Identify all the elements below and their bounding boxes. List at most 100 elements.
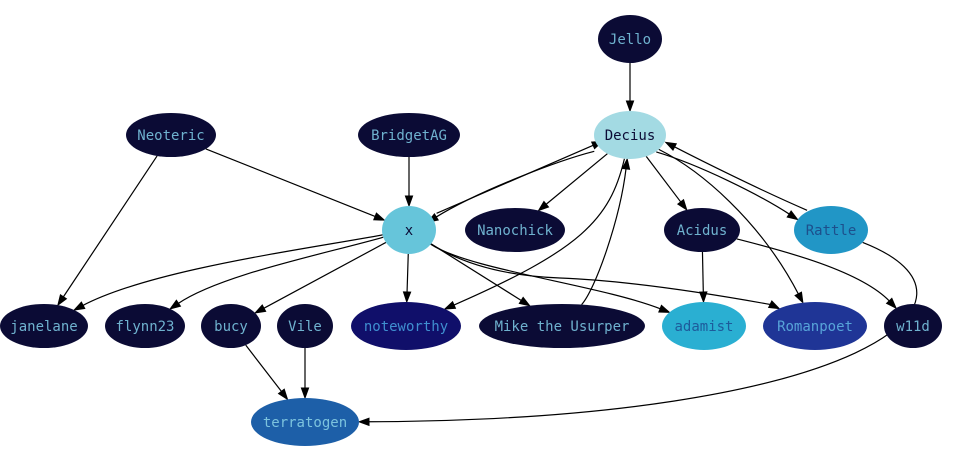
- node-label: Rattle: [806, 223, 857, 239]
- arrowhead: [767, 300, 781, 310]
- arrowhead: [277, 388, 289, 401]
- edge-line: [736, 238, 891, 303]
- node-shape: [382, 206, 436, 254]
- node-decius[interactable]: Decius: [594, 111, 666, 159]
- node-shape: [201, 304, 261, 348]
- edge-mike-to-decius: [581, 157, 631, 306]
- edge-line: [430, 243, 523, 302]
- node-shape: [126, 113, 216, 157]
- arrowhead: [443, 300, 457, 310]
- node-mike[interactable]: Mike the Usurper: [479, 304, 645, 348]
- arrowhead: [786, 210, 799, 221]
- node-shape: [105, 304, 185, 348]
- arrowhead: [373, 212, 386, 221]
- node-w11d[interactable]: w11d: [884, 304, 942, 348]
- edge-line: [645, 156, 682, 204]
- node-adamist[interactable]: adamist: [662, 302, 746, 350]
- node-label: janelane: [10, 319, 77, 335]
- arrowhead: [698, 291, 708, 304]
- edge-line: [452, 158, 626, 306]
- node-jello[interactable]: Jello: [598, 15, 662, 63]
- node-label: Decius: [605, 128, 656, 144]
- edge-neoteric-to-x: [205, 148, 386, 221]
- edge-x-to-flynn23: [168, 236, 384, 310]
- node-label: Nanochick: [477, 223, 553, 239]
- node-shape: [277, 304, 333, 348]
- edges-layer: [57, 63, 918, 427]
- edge-decius-to-acidus: [645, 156, 688, 212]
- node-janelane[interactable]: janelane: [0, 304, 88, 348]
- arrowhead: [72, 301, 86, 311]
- edge-acidus-to-adamist: [698, 251, 708, 304]
- arrowhead: [658, 304, 671, 313]
- arrowhead: [357, 417, 370, 427]
- node-label: noteworthy: [364, 319, 448, 335]
- arrowhead: [621, 157, 631, 170]
- edge-decius-to-rattle: [656, 151, 799, 221]
- node-rattle[interactable]: Rattle: [794, 206, 868, 254]
- node-romanpoet[interactable]: Romanpoet: [763, 302, 867, 350]
- edge-line: [367, 241, 918, 423]
- node-bridgetag[interactable]: BridgetAG: [358, 113, 460, 157]
- edge-line: [673, 145, 808, 211]
- edge-line: [658, 148, 800, 295]
- node-label: Neoteric: [137, 128, 204, 144]
- edge-x-to-adamist: [430, 243, 671, 313]
- arrowhead: [625, 100, 635, 113]
- node-neoteric[interactable]: Neoteric: [126, 113, 216, 157]
- edge-rattle-to-decius: [664, 141, 808, 211]
- edge-line: [701, 251, 704, 294]
- edge-line: [62, 155, 158, 298]
- node-noteworthy[interactable]: noteworthy: [351, 302, 461, 350]
- arrowhead: [404, 195, 414, 208]
- node-shape: [763, 302, 867, 350]
- node-shape: [358, 113, 460, 157]
- node-label: w11d: [896, 319, 930, 335]
- edge-line: [436, 144, 595, 214]
- node-label: adamist: [674, 319, 733, 335]
- arrowhead: [885, 297, 898, 310]
- arrowhead: [794, 291, 804, 304]
- node-terratogen[interactable]: terratogen: [251, 398, 359, 446]
- edge-line: [262, 241, 387, 310]
- node-label: terratogen: [263, 415, 347, 431]
- node-shape: [664, 208, 740, 252]
- edge-line: [581, 167, 627, 306]
- node-label: Mike the Usurper: [495, 319, 630, 335]
- arrowhead: [537, 200, 550, 212]
- edge-line: [406, 253, 409, 294]
- edge-neoteric-to-janelane: [57, 155, 158, 307]
- node-bucy[interactable]: bucy: [201, 304, 261, 348]
- edge-line: [81, 234, 383, 307]
- node-shape: [479, 304, 645, 348]
- node-label: flynn23: [115, 319, 174, 335]
- edge-line: [205, 148, 377, 218]
- node-label: Acidus: [677, 223, 728, 239]
- edge-line: [656, 151, 791, 216]
- node-label: x: [405, 223, 413, 239]
- node-label: bucy: [214, 319, 248, 335]
- node-nanochick[interactable]: Nanochick: [465, 208, 565, 252]
- node-shape: [662, 302, 746, 350]
- arrowhead: [57, 293, 68, 307]
- edge-acidus-to-w11d: [736, 238, 898, 310]
- node-acidus[interactable]: Acidus: [664, 208, 740, 252]
- node-shape: [465, 208, 565, 252]
- node-vile[interactable]: Vile: [277, 304, 333, 348]
- edge-bridgetag-to-x: [404, 157, 414, 208]
- node-x[interactable]: x: [382, 206, 436, 254]
- edge-decius-to-nanochick: [537, 153, 608, 212]
- node-label: Romanpoet: [777, 319, 853, 335]
- edge-line: [545, 153, 608, 206]
- edge-x-to-mike: [430, 243, 531, 307]
- node-shape: [594, 111, 666, 159]
- edge-line: [430, 243, 772, 306]
- node-shape: [251, 398, 359, 446]
- node-flynn23[interactable]: flynn23: [105, 304, 185, 348]
- edge-rattle-to-terratogen: [357, 241, 918, 427]
- edge-jello-to-decius: [625, 63, 635, 113]
- edge-x-to-noteworthy: [402, 253, 412, 304]
- edge-vile-to-terratogen: [300, 348, 310, 400]
